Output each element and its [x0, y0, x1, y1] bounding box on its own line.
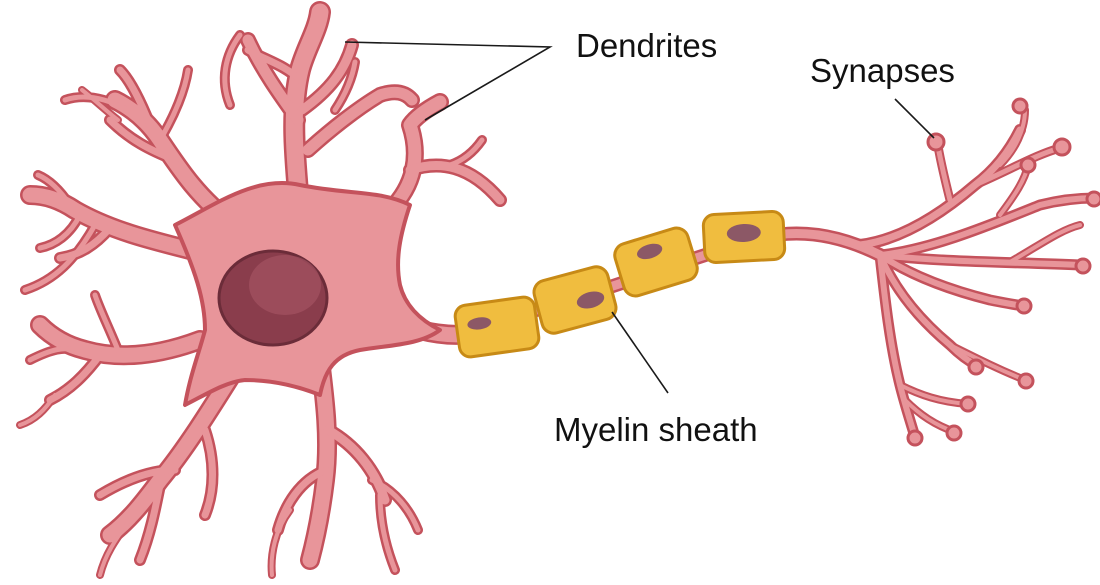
synapses-leader-line: [895, 99, 934, 138]
nucleus-icon: [219, 251, 327, 345]
neuron-illustration-icon: [20, 12, 1100, 575]
dendrites-label: Dendrites: [576, 27, 717, 64]
myelin-leader-line: [612, 312, 668, 393]
dendrites-leader-line: [345, 42, 550, 120]
myelin-sheath-label: Myelin sheath: [554, 411, 758, 448]
synapses-label: Synapses: [810, 52, 955, 89]
